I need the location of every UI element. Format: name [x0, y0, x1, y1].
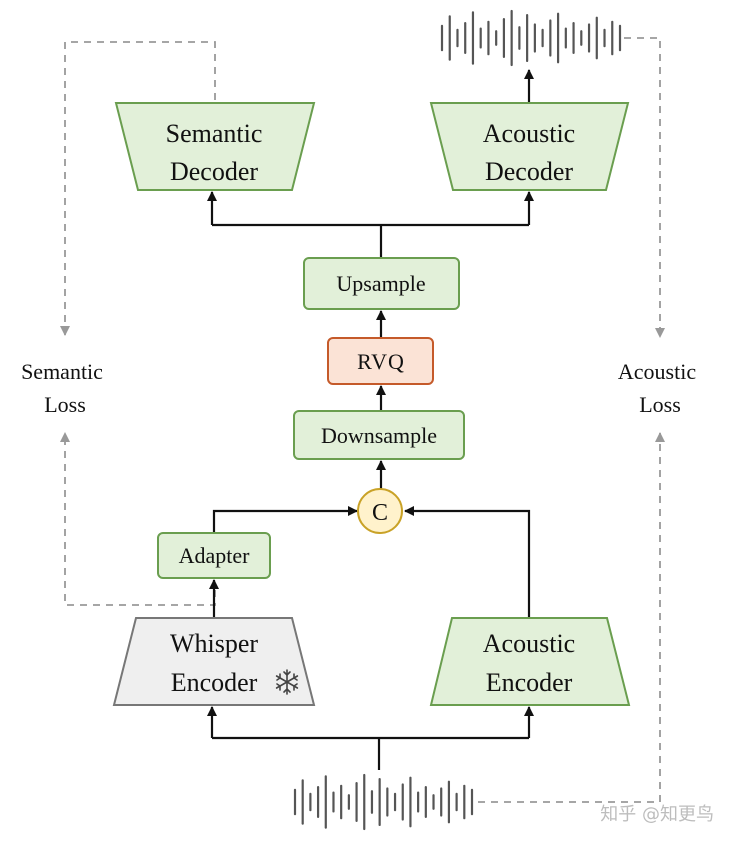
semantic-decoder-label-line1: Semantic [166, 119, 263, 148]
downsample-label: Downsample [321, 423, 437, 448]
arrow-adapter-to-concat [212, 506, 358, 532]
rvq-label: RVQ [357, 349, 405, 374]
whisper-encoder-block: Whisper Encoder [112, 617, 316, 706]
whisper-encoder-label-line2: Encoder [171, 668, 258, 697]
downsample-block: Downsample [293, 410, 465, 460]
snowflake-icon [275, 669, 299, 695]
acoustic-decoder-label-line1: Acoustic [483, 119, 575, 148]
upsample-block: Upsample [303, 257, 460, 310]
acoustic-loss-line2: Loss [639, 392, 681, 417]
adapter-label: Adapter [179, 543, 251, 568]
acoustic-loss-dashed-path [624, 37, 665, 338]
upsample-label: Upsample [336, 271, 425, 296]
adapter-block: Adapter [157, 532, 271, 579]
acoustic-decoder-label-line2: Decoder [485, 157, 573, 186]
acoustic-loss-label: Acoustic Loss [618, 359, 696, 417]
semantic-decoder-label-line2: Decoder [170, 157, 258, 186]
input-waveform-icon [293, 773, 474, 831]
watermark-text: 知乎 @知更鸟 [600, 804, 714, 825]
semantic-loss-line2: Loss [44, 392, 86, 417]
rvq-block: RVQ [327, 337, 434, 385]
semantic-loss-line1: Semantic [21, 359, 103, 384]
semantic-decoder-block: Semantic Decoder [114, 102, 316, 191]
acoustic-decoder-block: Acoustic Decoder [429, 102, 630, 191]
semantic-loss-label: Semantic Loss [21, 359, 103, 417]
semantic-loss-input-dashed-path [60, 432, 216, 606]
arrow-acoustic-encoder-to-concat [404, 506, 531, 617]
semantic-loss-dashed-path [60, 41, 216, 336]
concat-label: C [372, 500, 388, 526]
acoustic-loss-input-dashed-path [478, 432, 665, 803]
concat-node: C [357, 488, 403, 534]
acoustic-encoder-label-line1: Acoustic [483, 629, 575, 658]
acoustic-loss-line1: Acoustic [618, 359, 696, 384]
output-waveform-icon [440, 9, 622, 67]
acoustic-encoder-block: Acoustic Encoder [429, 617, 631, 706]
acoustic-encoder-label-line2: Encoder [486, 668, 573, 697]
whisper-encoder-label-line1: Whisper [170, 629, 258, 658]
